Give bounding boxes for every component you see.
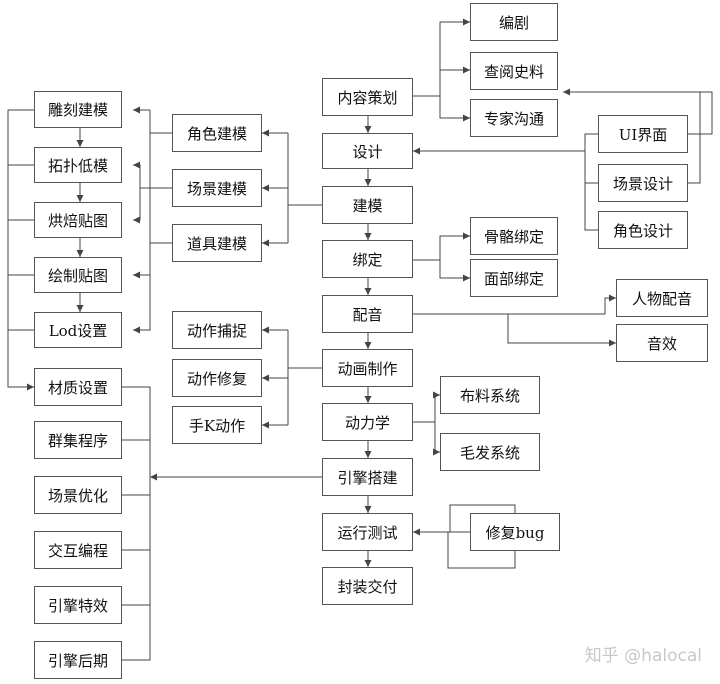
node-run-test: 运行测试 [322, 513, 413, 551]
arrow-to-lod [133, 132, 172, 334]
node-crowd: 群集程序 [34, 421, 122, 459]
line-scene-design-loop [688, 92, 701, 184]
node-skeleton-rig: 骨骼绑定 [470, 217, 558, 255]
node-interaction: 交互编程 [34, 531, 122, 569]
node-scene-design: 场景设计 [598, 164, 688, 202]
node-mocap: 动作捕捉 [172, 311, 262, 349]
node-keyframe: 手K动作 [172, 406, 262, 444]
node-content-planning: 内容策划 [322, 78, 413, 116]
arrow-to-cloth [413, 391, 440, 423]
arrow-to-hair [433, 422, 440, 456]
node-paint: 绘制贴图 [34, 257, 122, 293]
node-prop-model: 道具建模 [172, 224, 262, 262]
arrow-to-experts [439, 96, 470, 122]
node-retopo: 拓扑低模 [34, 147, 122, 183]
node-rigging: 绑定 [322, 240, 413, 278]
node-sculpt: 雕刻建模 [34, 91, 122, 128]
node-voice: 配音 [322, 295, 413, 333]
arrow-to-material [7, 109, 34, 391]
arrow-to-facial [439, 260, 470, 282]
watermark: 知乎 @halocal [584, 646, 702, 666]
arrow-to-sound-fx [507, 314, 616, 347]
arrow-to-retopo [133, 161, 172, 189]
node-dynamics: 动力学 [322, 403, 413, 441]
design-branch-bracket [584, 133, 598, 231]
arrow-to-character-voice [413, 294, 616, 315]
node-history: 查阅史料 [470, 52, 558, 90]
node-engine-fx: 引擎特效 [34, 586, 122, 624]
node-experts: 专家沟通 [470, 99, 558, 137]
node-delivery: 封装交付 [322, 567, 413, 605]
node-design: 设计 [322, 133, 413, 169]
node-facial-rig: 面部绑定 [470, 259, 558, 297]
node-bugfix: 修复bug [470, 513, 560, 551]
node-engine-setup: 引擎搭建 [322, 458, 413, 496]
node-hair: 毛发系统 [440, 433, 540, 471]
node-animation: 动画制作 [322, 349, 413, 387]
arrow-to-bake [133, 188, 141, 224]
node-sound-fx: 音效 [616, 324, 708, 362]
arrow-to-script [413, 18, 470, 97]
node-modeling: 建模 [322, 186, 413, 224]
node-lod: Lod设置 [34, 312, 122, 348]
node-material: 材质设置 [34, 368, 122, 406]
arrow-to-paint [133, 242, 172, 279]
node-scene-opt: 场景优化 [34, 476, 122, 514]
node-character-design: 角色设计 [598, 211, 688, 249]
node-cloth: 布料系统 [440, 376, 540, 414]
node-ui: UI界面 [598, 115, 688, 153]
node-anim-fix: 动作修复 [172, 359, 262, 397]
node-scene-model: 场景建模 [172, 169, 262, 207]
node-post: 引擎后期 [34, 641, 122, 679]
node-character-voice: 人物配音 [616, 279, 708, 317]
node-bake: 烘焙贴图 [34, 202, 122, 238]
node-character-model: 角色建模 [172, 114, 262, 152]
arrow-to-skeleton [413, 232, 470, 261]
engine-tasks-bracket [122, 386, 151, 661]
node-script: 编剧 [470, 3, 558, 41]
